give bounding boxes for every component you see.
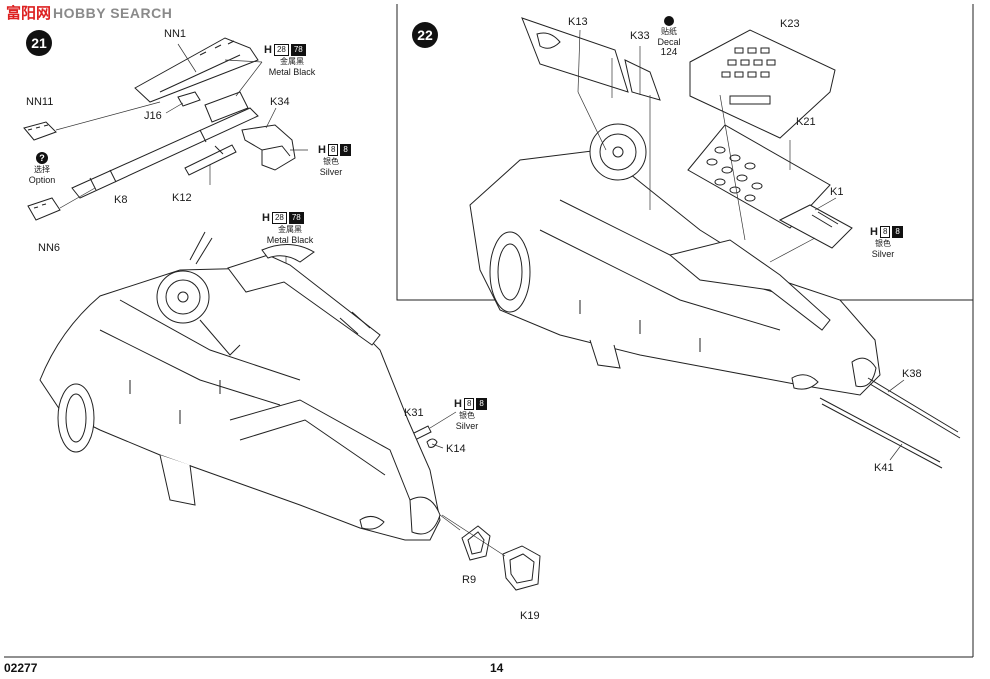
- part-j16: [177, 91, 201, 107]
- label-k23: K23: [780, 18, 800, 30]
- gun-assembly-right: [668, 239, 831, 331]
- step22-parts: [469, 17, 961, 469]
- part-nn1: [134, 37, 259, 103]
- part-k8: [71, 107, 259, 199]
- label-nn6: NN6: [38, 242, 61, 254]
- paint-silver-k34-label: 银色 Silver: [319, 157, 343, 177]
- paint-silver-k34: H 8 8: [318, 144, 351, 156]
- decal-en: Decal: [657, 37, 681, 47]
- paint-silver-k1-label: 银色 Silver: [871, 239, 895, 259]
- label-k33: K33: [630, 30, 650, 42]
- label-k34: K34: [270, 96, 290, 108]
- step-21-marker: 21: [26, 30, 52, 56]
- label-nn1: NN1: [164, 28, 187, 40]
- label-k21: K21: [796, 116, 816, 128]
- option-en: Option: [28, 175, 56, 185]
- part-nn6: [27, 197, 61, 221]
- step-22-marker: 22: [412, 22, 438, 48]
- part-k1: [778, 204, 853, 249]
- step22-leaders: [577, 29, 905, 461]
- step21-parts: [23, 37, 541, 591]
- part-k34: [241, 124, 296, 171]
- part-k38: [867, 377, 959, 433]
- label-k31: K31: [404, 407, 424, 419]
- part-k23: [689, 29, 836, 139]
- step21-fuselage: [39, 231, 441, 541]
- decal-number: 124: [660, 47, 678, 58]
- option-callout: ? 选择 Option: [26, 152, 58, 185]
- fuselage-body-left: [39, 267, 441, 541]
- paint-silver-k31-label: 银色 Silver: [455, 411, 479, 431]
- part-k33: [624, 59, 661, 101]
- part-k12: [184, 144, 237, 176]
- part-k41: [819, 397, 941, 463]
- part-nn11: [23, 121, 57, 141]
- label-nn11: NN11: [26, 96, 54, 108]
- page-number: 14: [490, 661, 504, 675]
- option-icon: ?: [36, 152, 48, 164]
- label-k12: K12: [172, 192, 192, 204]
- watermark-en: HOBBY SEARCH: [53, 4, 173, 21]
- paint-metal-black-top: H 28 78: [264, 44, 306, 56]
- label-k19: K19: [520, 610, 540, 622]
- part-k14: [426, 438, 438, 448]
- label-k41: K41: [874, 462, 894, 474]
- nose-cone-left: [409, 496, 441, 535]
- label-k38: K38: [902, 368, 922, 380]
- label-r9: R9: [462, 574, 477, 586]
- ventral-fin-right: [589, 339, 621, 369]
- decal-callout: 贴纸 Decal 124: [652, 16, 686, 59]
- paint-metal-black-mid: H 28 78: [262, 212, 304, 224]
- watermark-cn: 富阳网: [6, 4, 52, 22]
- label-k14: K14: [446, 443, 466, 455]
- label-k13: K13: [568, 16, 588, 28]
- paint-metal-black-top-label: 金属黑 Metal Black: [268, 57, 316, 77]
- paint-silver-k1: H 8 8: [870, 226, 903, 238]
- label-k8: K8: [114, 194, 128, 206]
- label-j16: J16: [144, 110, 162, 122]
- option-cn: 选择: [34, 165, 50, 174]
- label-k1: K1: [830, 186, 844, 198]
- decal-cn: 贴纸: [661, 27, 677, 36]
- watermark: 富阳网 HOBBY SEARCH: [6, 2, 172, 23]
- ventral-fin-left: [159, 454, 196, 506]
- k23-grille: [721, 47, 776, 105]
- catalog-code: 02277: [4, 661, 38, 675]
- paint-metal-black-mid-label: 金属黑 Metal Black: [266, 225, 314, 245]
- paint-silver-k31: H 8 8: [454, 398, 487, 410]
- decal-icon: [664, 16, 674, 26]
